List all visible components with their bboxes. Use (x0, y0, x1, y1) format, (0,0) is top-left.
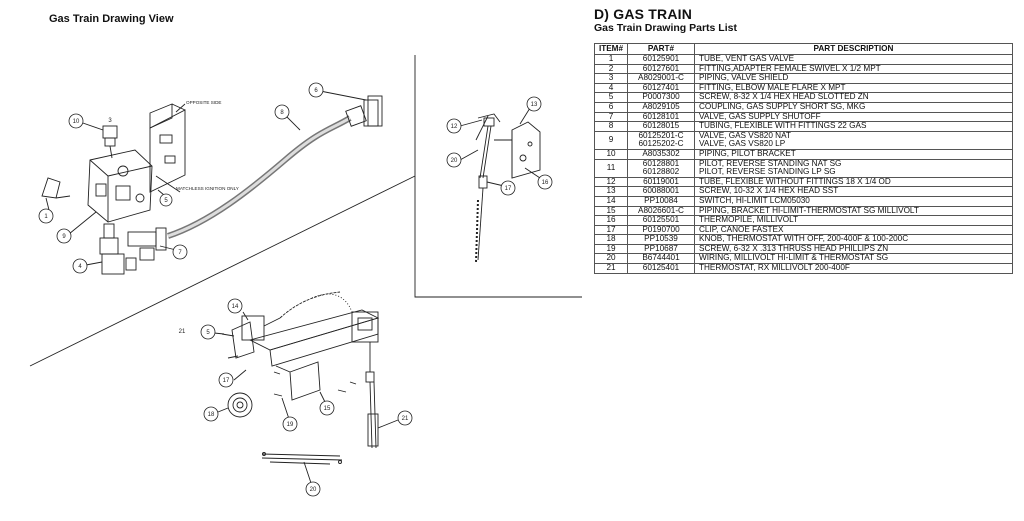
cell-desc: TUBE, VENT GAS VALVE (694, 54, 1013, 65)
cell-part-lp: 60125202-C (638, 139, 684, 149)
callout-14: 14 (232, 304, 239, 310)
divider-line (29, 175, 416, 367)
cell-desc: THERMOSTAT, RX MILLIVOLT 200-400F (694, 263, 1013, 274)
parts-table-header: ITEM# PART# PART DESCRIPTION (594, 43, 1013, 55)
callout-17b: 17 (223, 378, 230, 384)
header-item: ITEM# (594, 43, 628, 55)
cell-part: A8029105 (627, 101, 695, 113)
section-title: D) GAS TRAIN (594, 6, 693, 22)
callout-4: 4 (78, 264, 82, 270)
cell-desc: SCREW, 10-32 X 1/4 HEX HEAD SST (694, 186, 1013, 197)
note-matchless: MATCHLESS IGNITION ONLY (176, 186, 239, 191)
callout-12: 12 (451, 124, 458, 130)
cell-item: 14 (594, 195, 628, 207)
cell-desc: TUBING, FLEXIBLE WITH FITTINGS 22 GAS (694, 121, 1013, 132)
cell-desc: COUPLING, GAS SUPPLY SHORT SG, MKG (694, 101, 1013, 113)
callout-21b: 21 (179, 329, 186, 335)
cell-part: 60125501 (627, 215, 695, 226)
cell-part-nat: 60125201-C (638, 130, 684, 140)
cell-part: PP10084 (627, 195, 695, 207)
callout-13: 13 (531, 102, 538, 108)
callout-15: 15 (324, 406, 331, 412)
cell-desc-lp: VALVE, GAS VS820 LP (699, 139, 786, 149)
cell-item: 6 (594, 101, 628, 113)
cell-desc-lp: PILOT, REVERSE STANDING LP SG (699, 167, 836, 177)
callout-6: 6 (314, 88, 318, 94)
cell-item: 13 (594, 186, 628, 197)
callout-20b: 20 (310, 487, 317, 493)
callout-9: 9 (62, 234, 66, 240)
cell-part: 60088001 (627, 186, 695, 197)
callout-3: 3 (108, 118, 112, 124)
callout-18: 18 (208, 412, 215, 418)
cell-desc-nat: VALVE, GAS VS820 NAT (699, 130, 791, 140)
callout-7: 7 (178, 250, 182, 256)
note-opposite-side: OPPOSITE SIDE (186, 100, 221, 105)
cell-part: 60125401 (627, 263, 695, 274)
cell-desc: THERMOPILE, MILLIVOLT (694, 215, 1013, 226)
cell-item: 9 (594, 130, 628, 150)
cell-item: 11 (594, 158, 628, 178)
callout-10: 10 (73, 119, 80, 125)
callout-19: 19 (287, 422, 294, 428)
cell-item: 18 (594, 234, 628, 245)
cell-part-nat: 60128801 (642, 158, 680, 168)
cell-part: 60125901 (627, 54, 695, 65)
section-subtitle: Gas Train Drawing Parts List (594, 22, 737, 34)
cell-desc: SWITCH, HI-LIMIT LCM05030 (694, 195, 1013, 207)
cell-desc: PIPING, VALVE SHIELD (694, 73, 1013, 84)
cell-part: A8035302 (627, 148, 695, 160)
drawing-title: Gas Train Drawing View (49, 13, 174, 25)
callout-5a: 5 (164, 198, 168, 204)
cell-desc: KNOB, THERMOSTAT WITH OFF, 200-400F & 10… (694, 234, 1013, 245)
callout-20a: 20 (451, 158, 458, 164)
cell-item: 3 (594, 73, 628, 84)
callout-17a: 17 (505, 186, 512, 192)
callout-16: 16 (542, 180, 549, 186)
callout-1: 1 (44, 214, 48, 220)
cell-item: 8 (594, 121, 628, 132)
cell-item: 21 (594, 263, 628, 274)
header-part: PART# (627, 43, 695, 55)
cell-desc-nat: PILOT, REVERSE STANDING NAT SG (699, 158, 842, 168)
cell-part-lp: 60128802 (642, 167, 680, 177)
callout-21: 21 (402, 416, 409, 422)
inset-frame (414, 55, 582, 298)
callout-5b: 5 (206, 330, 210, 336)
cell-item: 10 (594, 148, 628, 160)
cell-item: 1 (594, 54, 628, 65)
callout-8: 8 (280, 110, 284, 116)
cell-item: 16 (594, 215, 628, 226)
gas-train-drawing: 10 1 9 4 5 7 8 6 12 20 17 16 13 5 14 17 … (29, 55, 582, 497)
cell-part: A8029001-C (627, 73, 695, 84)
cell-part: 60128015 (627, 121, 695, 132)
cell-desc: PIPING, PILOT BRACKET (694, 148, 1013, 160)
header-description: PART DESCRIPTION (694, 43, 1013, 55)
cell-part: PP10539 (627, 234, 695, 245)
